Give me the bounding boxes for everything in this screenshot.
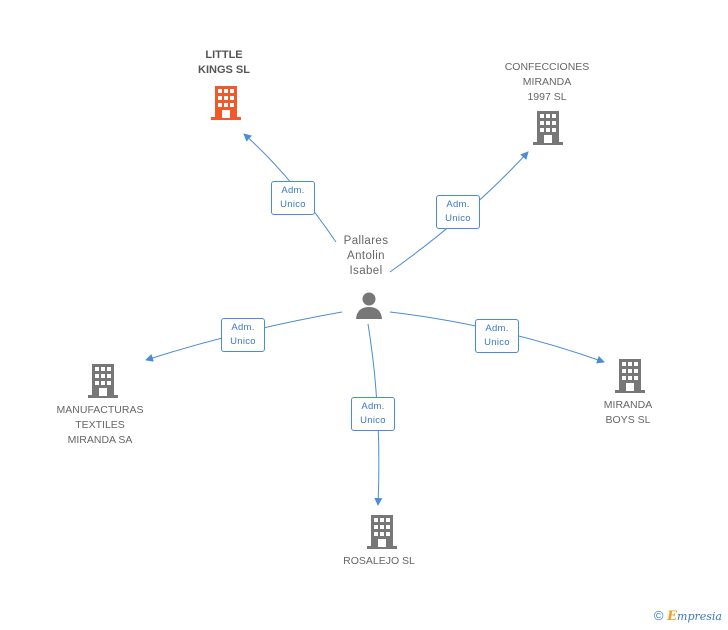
company-manufacturas-label[interactable]: MANUFACTURAS TEXTILES MIRANDA SA [56, 404, 144, 446]
building-icon[interactable] [366, 515, 398, 549]
footer-brand[interactable]: © Empresia [654, 608, 722, 624]
company-miranda-boys-label[interactable]: MIRANDA BOYS SL [603, 399, 653, 426]
relation-badge-confecciones[interactable]: Adm. Unico [436, 195, 480, 229]
relation-badge-miranda-boys[interactable]: Adm. Unico [475, 319, 519, 353]
person-icon[interactable] [354, 290, 384, 320]
company-confecciones-label[interactable]: CONFECCIONES MIRANDA 1997 SL [504, 61, 590, 103]
building-icon[interactable] [210, 86, 242, 120]
person-name[interactable]: Pallares Antolin Isabel [343, 235, 389, 277]
company-rosalejo-label[interactable]: ROSALEJO SL [343, 555, 415, 567]
copyright-symbol: © [653, 608, 664, 623]
brand-name: mpresia [677, 610, 722, 623]
building-icon[interactable] [532, 111, 564, 145]
brand-initial: E [667, 609, 678, 624]
company-little-kings-label[interactable]: LITTLE KINGS SL [198, 49, 250, 76]
relation-badge-little-kings[interactable]: Adm. Unico [271, 181, 315, 215]
relation-badge-manufacturas[interactable]: Adm. Unico [221, 318, 265, 352]
building-icon[interactable] [614, 359, 646, 393]
building-icon[interactable] [87, 364, 119, 398]
relation-badge-rosalejo[interactable]: Adm. Unico [351, 397, 395, 431]
